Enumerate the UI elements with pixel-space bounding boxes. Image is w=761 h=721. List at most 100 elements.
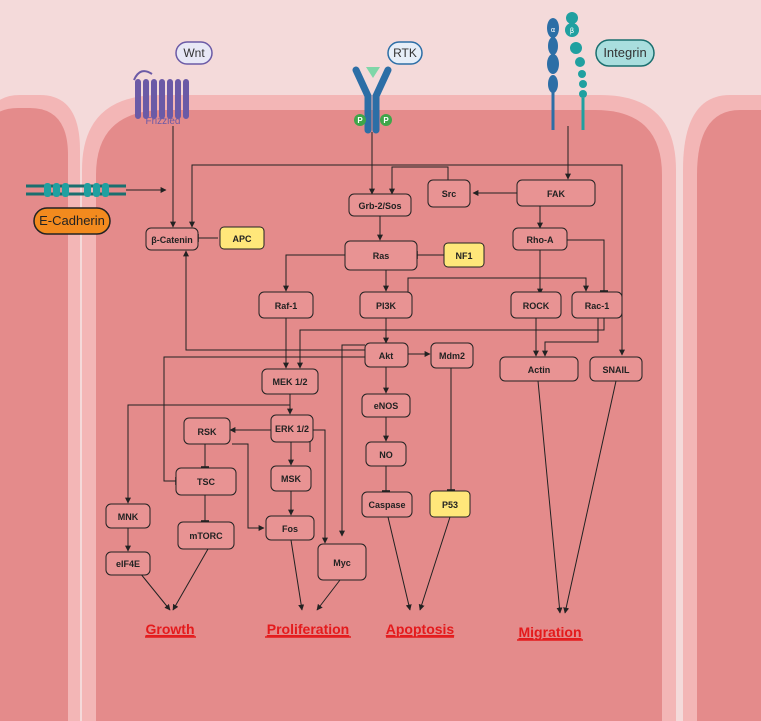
edge-ras-raf1 — [283, 254, 345, 292]
node-p53: P53 — [429, 490, 471, 518]
edge-erk-myc — [313, 429, 328, 544]
outcome-apoptosis: Apoptosis — [386, 621, 455, 637]
edge-akt-betacatenin — [183, 250, 365, 351]
node-rhoa: Rho-A — [512, 227, 568, 251]
node-tsc-label: TSC — [197, 477, 216, 487]
edge-rsk-fos — [232, 443, 265, 531]
pathway-nodes: β-Catenin APC Grb-2/Sos Src FAK Ras NF1 … — [105, 179, 643, 581]
node-src-label: Src — [442, 189, 457, 199]
edge-actin-migration — [537, 380, 563, 614]
node-ras-label: Ras — [373, 251, 390, 261]
pathway-edges — [125, 126, 625, 614]
node-rsk: RSK — [183, 417, 231, 445]
rtk-receptor-icon: P P — [352, 66, 392, 134]
node-tsc: TSC — [175, 467, 237, 496]
node-rac1: Rac-1 — [571, 291, 623, 319]
node-myc: Myc — [317, 543, 367, 581]
node-beta-catenin: β-Catenin — [145, 227, 199, 251]
edge-myc-proliferation — [316, 579, 341, 611]
node-raf1: Raf-1 — [258, 291, 314, 319]
edge-mek-mnk — [125, 404, 290, 504]
node-fos-label: Fos — [282, 524, 298, 534]
rtk-badge: RTK — [387, 41, 423, 65]
node-actin-label: Actin — [528, 365, 551, 375]
edge-mtorc-growth — [172, 548, 209, 611]
node-no: NO — [365, 441, 407, 467]
frizzled-receptor-icon: Frizzled — [133, 70, 189, 127]
node-actin: Actin — [499, 356, 579, 382]
node-erk-label: ERK 1/2 — [275, 424, 309, 434]
edge-src-grb2 — [389, 166, 449, 195]
node-akt: Akt — [364, 342, 409, 368]
edge-eif4e-growth — [139, 572, 171, 611]
node-pi3k: PI3K — [359, 291, 413, 319]
ecadherin-badge: E-Cadherin — [33, 207, 111, 235]
node-grb2sos: Grb-2/Sos — [348, 193, 412, 217]
node-fak: FAK — [516, 179, 596, 207]
node-grb2sos-label: Grb-2/Sos — [358, 201, 401, 211]
node-erk: ERK 1/2 — [270, 414, 314, 443]
edge-fak-betacatenin — [189, 164, 623, 228]
node-eif4e-label: eIF4E — [116, 559, 140, 569]
node-apc: APC — [219, 226, 265, 250]
node-pi3k-label: PI3K — [376, 301, 397, 311]
node-enos-label: eNOS — [374, 401, 399, 411]
node-nf1-label: NF1 — [455, 251, 472, 261]
node-apc-label: APC — [232, 234, 252, 244]
outcome-migration: Migration — [519, 624, 582, 640]
node-enos: eNOS — [361, 393, 411, 418]
wnt-ligand-badge: Wnt — [175, 41, 213, 65]
edge-pi3k-rac1 — [407, 277, 589, 297]
node-rac1-label: Rac-1 — [585, 301, 610, 311]
outcome-growth: Growth — [146, 621, 195, 637]
node-mtorc: mTORC — [177, 521, 235, 550]
edge-rac1-mek — [297, 318, 605, 369]
node-caspase-label: Caspase — [368, 500, 405, 510]
node-mdm2: Mdm2 — [430, 342, 474, 369]
node-raf1-label: Raf-1 — [275, 301, 298, 311]
node-rock-label: ROCK — [523, 301, 550, 311]
node-mdm2-label: Mdm2 — [439, 351, 465, 361]
node-akt-label: Akt — [379, 351, 394, 361]
integrin-label: Integrin — [603, 45, 646, 60]
integrin-badge: Integrin — [595, 39, 655, 67]
node-msk: MSK — [270, 465, 312, 492]
edge-rhoa-rac1-inhibit — [567, 239, 608, 292]
node-mek-label: MEK 1/2 — [272, 377, 307, 387]
node-fak-label: FAK — [547, 189, 566, 199]
node-src: Src — [427, 179, 471, 208]
edge-akt-tsc — [163, 356, 365, 485]
edge-akt-myc — [339, 344, 365, 537]
ecadherin-icon — [26, 183, 126, 197]
node-myc-label: Myc — [333, 558, 351, 568]
outcome-proliferation: Proliferation — [267, 621, 349, 637]
node-ras: Ras — [344, 240, 418, 271]
node-eif4e: eIF4E — [105, 551, 151, 576]
ligand-triangle-icon — [366, 67, 380, 78]
node-p53-label: P53 — [442, 500, 458, 510]
node-nf1: NF1 — [443, 242, 485, 268]
frizzled-label: Frizzled — [145, 116, 180, 127]
node-rock: ROCK — [510, 291, 562, 319]
phospho-left-label: P — [357, 116, 363, 125]
node-fos: Fos — [265, 515, 315, 541]
edge-rac1-actin — [542, 318, 599, 357]
node-caspase: Caspase — [361, 491, 413, 518]
node-msk-label: MSK — [281, 474, 302, 484]
edge-p53-apoptosis — [418, 516, 451, 611]
node-mek: MEK 1/2 — [261, 368, 319, 395]
node-snail: SNAIL — [589, 356, 643, 382]
node-beta-catenin-label: β-Catenin — [151, 235, 193, 245]
wnt-label: Wnt — [183, 46, 205, 60]
alpha-label: α — [551, 26, 556, 34]
rtk-label: RTK — [393, 46, 417, 60]
outcomes: Growth Proliferation Apoptosis Migration — [145, 621, 583, 641]
edge-snail-migration — [563, 380, 617, 614]
edge-fos-proliferation — [290, 539, 305, 611]
node-rsk-label: RSK — [197, 427, 217, 437]
node-rhoa-label: Rho-A — [527, 235, 554, 245]
integrin-receptor-icon: α β — [547, 12, 587, 130]
beta-label: β — [570, 27, 574, 35]
